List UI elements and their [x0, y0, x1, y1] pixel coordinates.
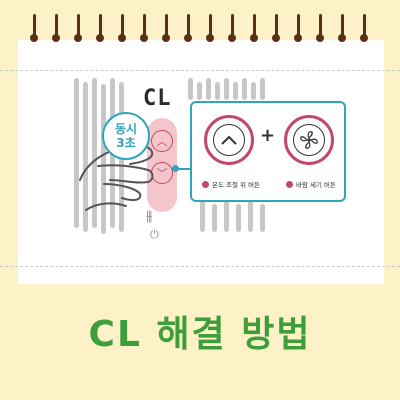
device-display: CL — [143, 86, 172, 111]
wind-dir-icon: ⫵ — [146, 208, 153, 224]
simultaneous-badge: 동시 3초 — [102, 112, 150, 160]
temp-up-caption: 온도 조절 위 버튼 — [202, 179, 260, 189]
guide-line — [0, 266, 400, 267]
button-callout: + 온도 조절 위 버튼 바람 세기 버튼 — [190, 101, 346, 202]
fan-speed-button[interactable] — [284, 115, 334, 165]
callout-pointer-dot — [172, 165, 179, 172]
badge-line2: 3초 — [116, 136, 136, 150]
fan-speed-caption: 바람 세기 버튼 — [286, 179, 336, 189]
page-title: CL 해결 방법 — [88, 314, 312, 355]
power-icon: ⏻ — [150, 228, 159, 241]
temp-up-button[interactable] — [204, 115, 254, 165]
plus-sign: + — [260, 125, 276, 146]
chevron-up-icon — [221, 135, 237, 145]
spiral-binding — [0, 14, 400, 58]
callout-pointer — [176, 168, 192, 170]
temp-up-small-button[interactable]: ︿ — [151, 130, 173, 152]
fan-icon — [300, 131, 318, 149]
guide-line — [0, 70, 400, 71]
badge-line1: 동시 — [114, 122, 138, 136]
